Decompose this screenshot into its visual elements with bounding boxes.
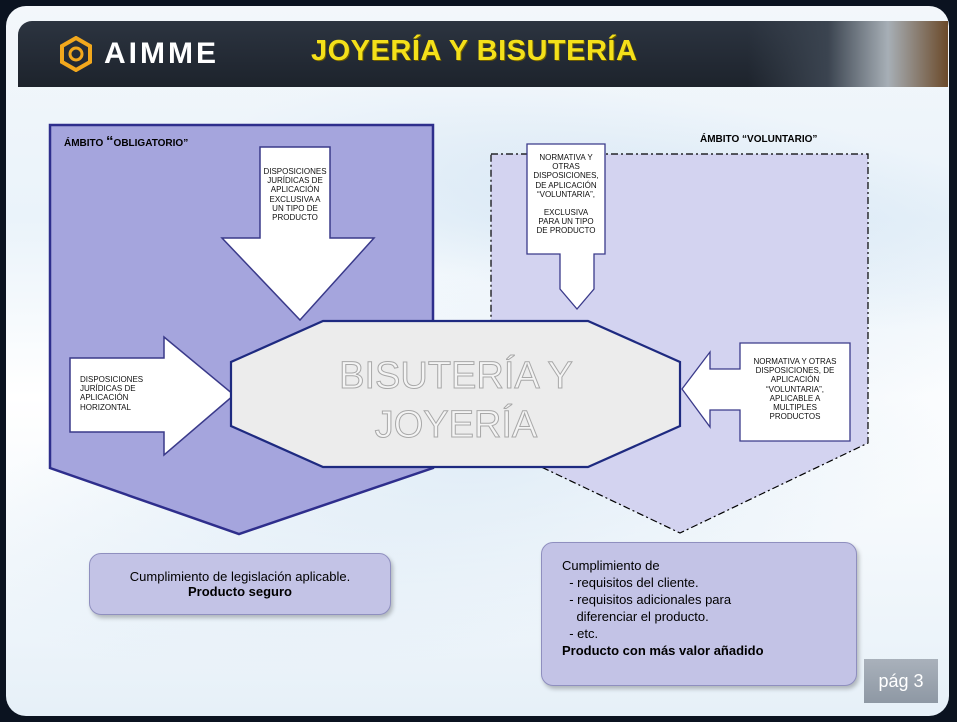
page-title: JOYERÍA Y BISUTERÍA: [311, 35, 638, 67]
note-line: - requisitos adicionales para: [562, 592, 732, 607]
obligatorio-label: ÁMBITO “OBLIGATORIO”: [64, 133, 189, 150]
center-title-line2: JOYERÍA: [375, 403, 538, 446]
logo: AIMME: [58, 29, 290, 79]
logo-text: AIMME: [104, 37, 219, 70]
legal-compliance-text: Cumplimiento de legislación aplicable.: [129, 569, 351, 584]
center-title-line1: BISUTERÍA Y: [339, 354, 573, 397]
arrow-left-multiple: [681, 342, 851, 442]
arrow-down-voluntary-text: NORMATIVA Y OTRAS DISPOSICIONES, DE APLI…: [533, 153, 599, 236]
arrow-down-voluntary: [526, 143, 606, 311]
arrow-right-horizontal-text: DISPOSICIONES JURÍDICAS DE APLICACIÓN HO…: [80, 375, 144, 412]
note-line: diferenciar el producto.: [562, 609, 709, 624]
note-line: - requisitos del cliente.: [562, 575, 699, 590]
arrow-down-exclusive-text: DISPOSICIONES JURÍDICAS DE APLICACIÓN EX…: [263, 167, 327, 222]
note-line: - etc.: [562, 626, 599, 641]
arrow-right-horizontal: [69, 335, 236, 457]
header-bar: AIMME JOYERÍA Y BISUTERÍA: [18, 21, 948, 87]
added-value-note: Cumplimiento de - requisitos del cliente…: [541, 542, 857, 686]
center-octagon: [229, 319, 682, 469]
note-line: Cumplimiento de: [562, 558, 660, 573]
arrow-down-exclusive: [220, 146, 376, 322]
safe-product-text: Producto seguro: [187, 584, 292, 599]
page-number: pág 3: [864, 659, 938, 703]
header-decoration: [748, 21, 948, 87]
arrow-left-multiple-text: NORMATIVA Y OTRAS DISPOSICIONES, DE APLI…: [753, 357, 837, 422]
legal-compliance-note: Cumplimiento de legislación aplicable. P…: [89, 553, 391, 615]
voluntario-label: ÁMBITO “VOLUNTARIO”: [700, 134, 818, 145]
added-value-text: Producto con más valor añadido: [562, 643, 764, 658]
hexagon-logo-icon: [60, 36, 92, 72]
